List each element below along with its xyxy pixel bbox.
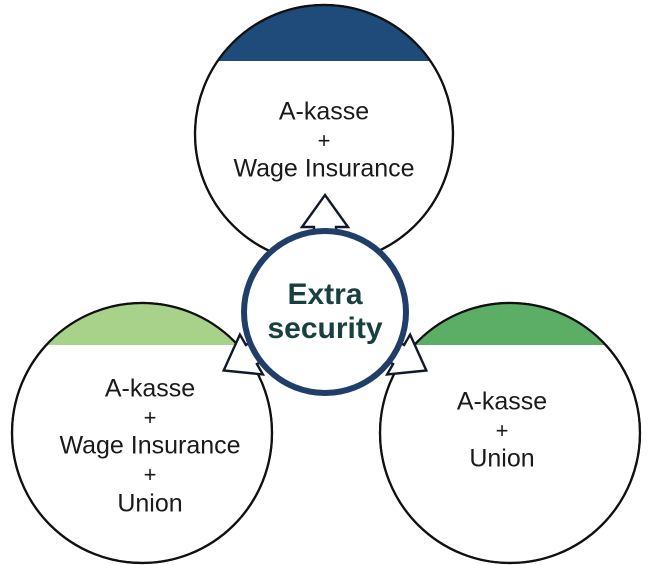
top-label-line-2: Wage Insurance <box>233 155 414 183</box>
bottom-left-label-plus-2: + <box>144 462 157 487</box>
center-label-line-2: security <box>267 312 382 345</box>
center-hub[interactable]: Extra security <box>241 228 409 396</box>
node-circle-bottom-right[interactable]: A-kasse + Union <box>373 295 650 565</box>
top-label-plus-1: + <box>318 128 331 153</box>
top-label-line-1: A-kasse <box>279 98 369 126</box>
bottom-right-label-line-2: Union <box>469 445 534 473</box>
bottom-right-circle-border-overlay <box>378 301 642 565</box>
bottom-left-label-line-2: Wage Insurance <box>59 432 240 460</box>
bottom-left-label-plus-1: + <box>144 405 157 430</box>
dark-blue-cap <box>195 5 453 61</box>
center-label-line-1: Extra <box>287 278 362 311</box>
node-circle-bottom-left[interactable]: A-kasse + Wage Insurance + Union <box>5 295 285 565</box>
bottom-left-circle-border-overlay <box>10 301 274 565</box>
bottom-left-label-line-3: Union <box>117 490 182 518</box>
center-circle-outline <box>241 228 409 396</box>
bottom-right-label-plus-1: + <box>496 418 509 443</box>
bottom-left-label-line-1: A-kasse <box>105 375 195 403</box>
bottom-right-label-line-1: A-kasse <box>457 388 547 416</box>
